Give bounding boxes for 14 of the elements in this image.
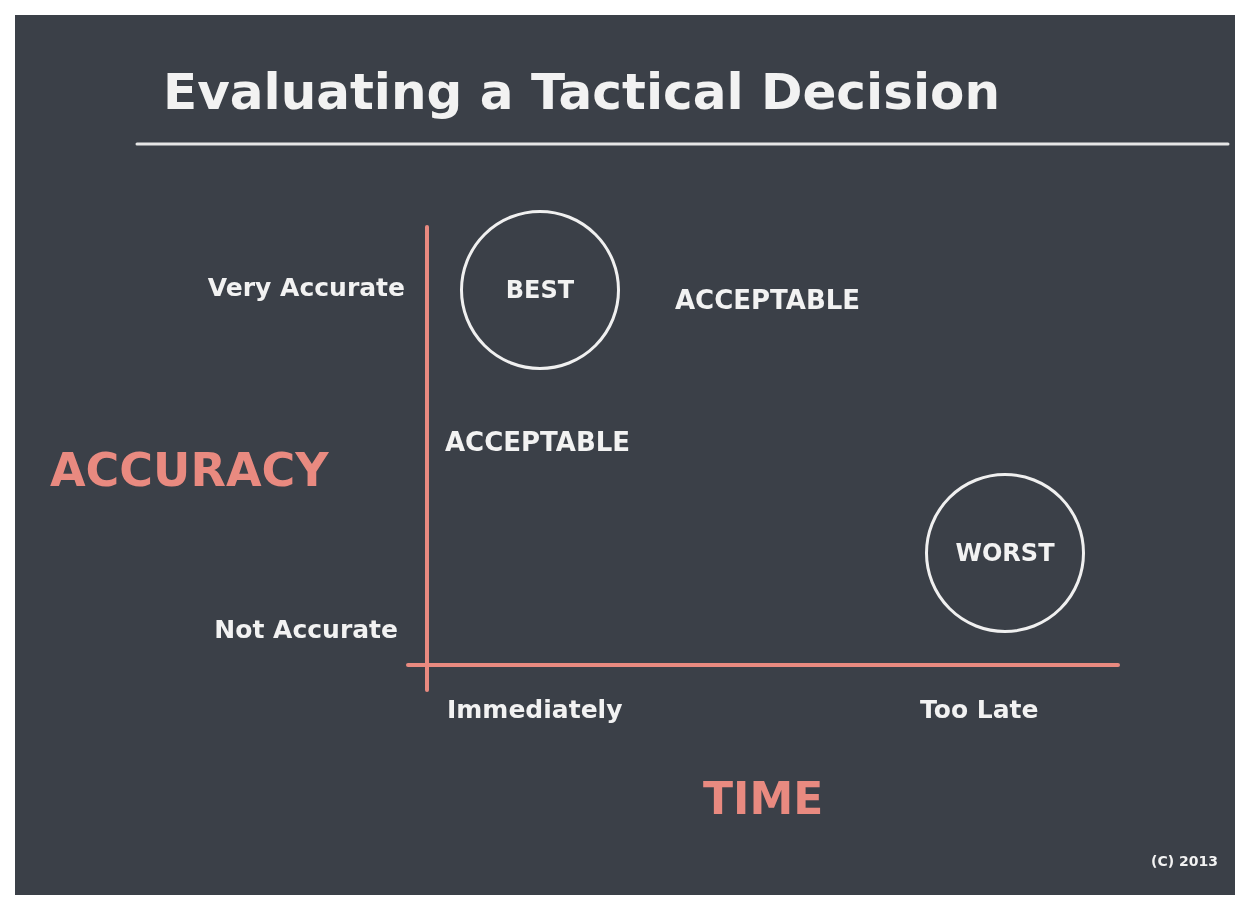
- axis-tick-label: Not Accurate: [214, 615, 398, 644]
- rating-circle: [925, 473, 1085, 633]
- zone-label: ACCEPTABLE: [445, 427, 631, 457]
- axis-tick-label: Too Late: [920, 695, 1039, 724]
- copyright-note: (C) 2013: [1151, 853, 1218, 869]
- title: Evaluating a Tactical Decision: [163, 63, 1000, 121]
- rating-label: WORST: [955, 539, 1055, 567]
- axis-tick-label: Immediately: [447, 695, 623, 724]
- axis-tick-label: Very Accurate: [207, 273, 405, 302]
- axis-title: ACCURACY: [50, 443, 329, 497]
- zone-label: ACCEPTABLE: [675, 285, 861, 315]
- rating-circle: [460, 210, 620, 370]
- axis-title: TIME: [703, 773, 824, 824]
- rating-label: BEST: [505, 276, 575, 304]
